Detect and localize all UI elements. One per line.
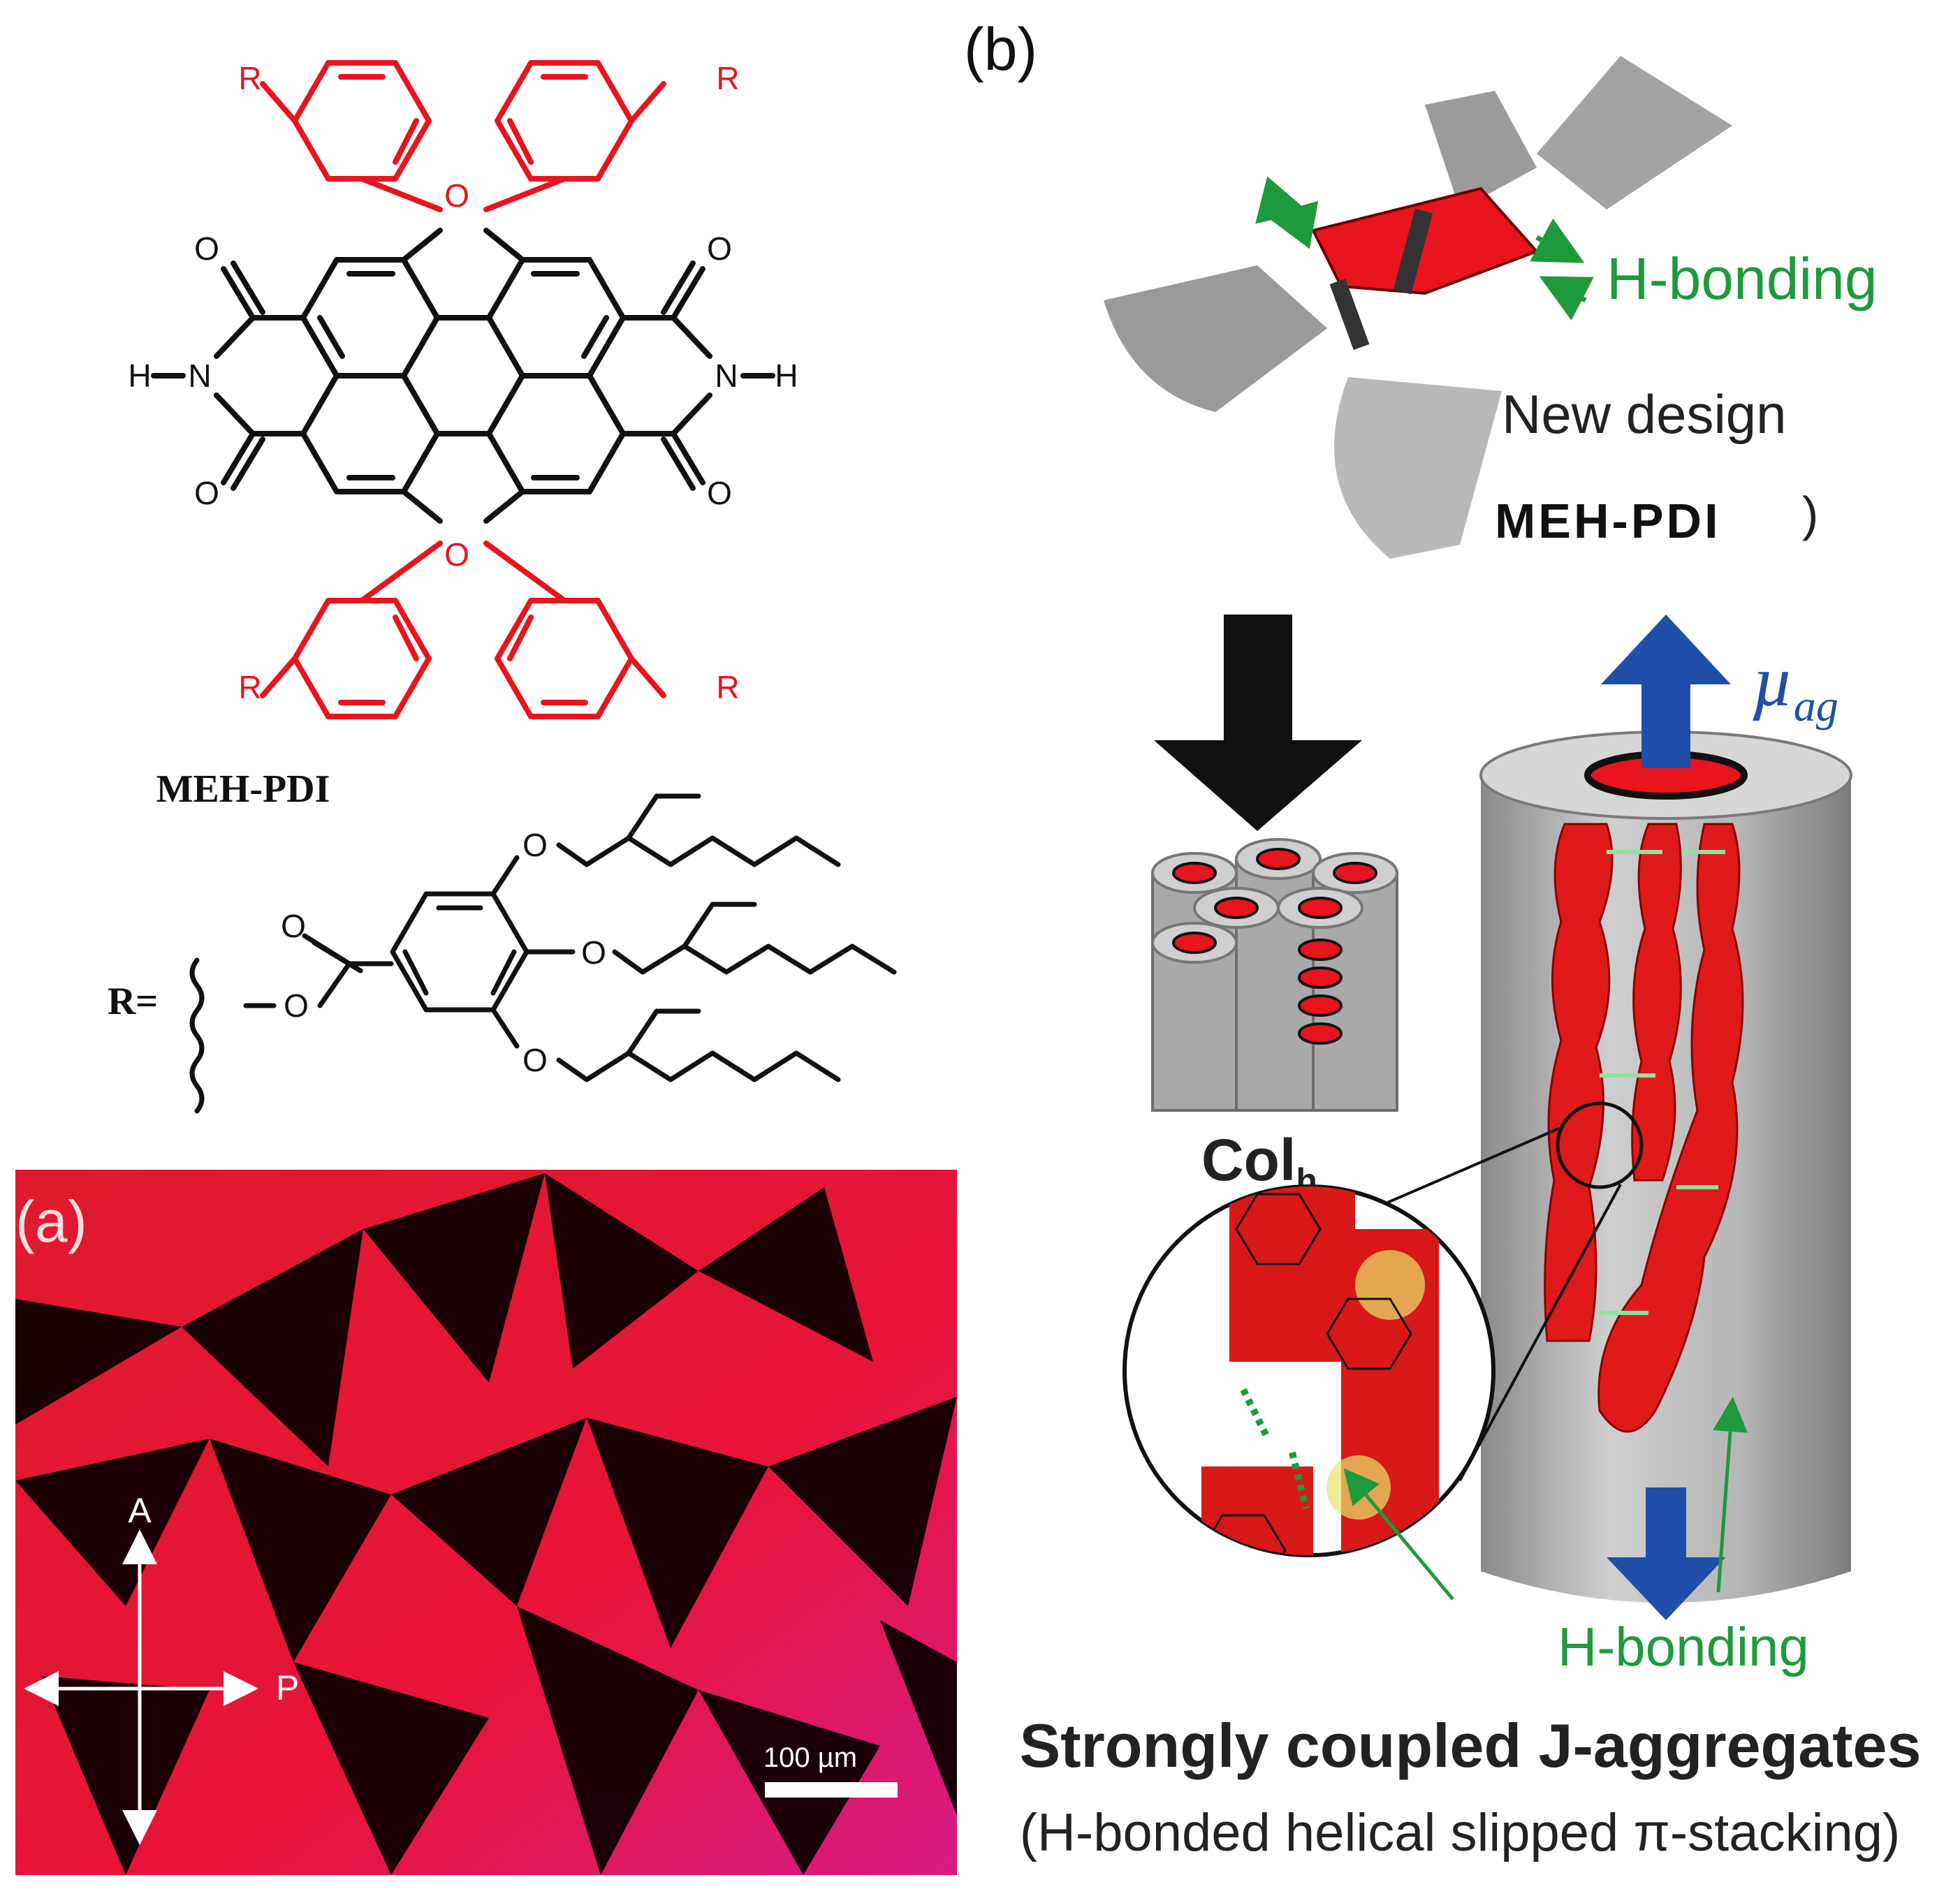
h-bonding-top-label: H-bonding xyxy=(1607,246,1878,311)
phenoxy-groups xyxy=(260,60,666,719)
dipole-arrow-down xyxy=(1607,1487,1725,1620)
r-carbonyl-o: O xyxy=(281,908,306,944)
column-cylinder xyxy=(1479,730,1852,1603)
meh-pdi-3d-model xyxy=(1104,56,1732,559)
assembly-arrow xyxy=(1154,615,1362,831)
imide-h-left: H xyxy=(128,358,151,394)
mu-ag-label: µag xyxy=(1752,641,1838,730)
imide-n-left: N xyxy=(188,358,211,394)
imide-h-right: H xyxy=(775,358,798,394)
panel-a-label: (a) xyxy=(15,1189,87,1254)
caption-subtitle: (H-bonded helical slipped π-stacking) xyxy=(1020,1803,1901,1862)
r-br: R xyxy=(716,669,739,705)
imide-atoms: O O N H O O N H xyxy=(128,230,798,511)
closing-paren: ) xyxy=(1802,487,1818,541)
r-ether-o-1: O xyxy=(522,827,548,863)
polarizer-a-label: A xyxy=(128,1491,152,1530)
imide-n-right: N xyxy=(715,358,738,394)
new-design-label: New design xyxy=(1502,383,1787,445)
r-group-atoms: O O O O O xyxy=(281,827,606,1078)
h-bond-arrows-top xyxy=(1255,176,1594,321)
caption-title: Strongly coupled J-aggregates xyxy=(1020,1711,1922,1780)
r-tl: R xyxy=(238,60,261,96)
carbonyl-o-bl: O xyxy=(194,475,219,511)
r-bl: R xyxy=(238,669,261,705)
r-ether-o-2: O xyxy=(581,934,606,971)
carbonyl-o-br: O xyxy=(707,475,732,511)
polarizer-cross xyxy=(24,1529,258,1845)
scale-bar xyxy=(765,1782,898,1798)
compound-name: MEH-PDI xyxy=(156,767,330,811)
carbonyl-o-tr: O xyxy=(707,230,732,267)
h-bonding-bottom-label: H-bonding xyxy=(1558,1616,1809,1677)
r-ester-o: O xyxy=(284,987,309,1024)
r-ether-o-3: O xyxy=(522,1042,548,1078)
bay-o-3: O xyxy=(444,536,469,573)
perylene-core xyxy=(151,228,775,524)
zoom-callout xyxy=(1122,1101,1748,1601)
r-tr: R xyxy=(716,60,739,96)
panel-a-micrograph: (a) A P 100 µm xyxy=(15,1170,957,1875)
dipole-arrow-up xyxy=(1601,615,1731,768)
r-group xyxy=(189,793,897,1114)
carbonyl-o-tl: O xyxy=(194,230,219,267)
phenoxy-atoms: O O O R R R R xyxy=(238,60,739,705)
molecule-label: MEH-PDI xyxy=(1495,494,1721,548)
polarizer-p-label: P xyxy=(276,1668,299,1707)
colh-bundle xyxy=(1151,838,1398,1112)
panel-b-label: (b) xyxy=(964,16,1037,83)
scale-bar-label: 100 µm xyxy=(763,1742,857,1773)
meh-pdi-structure: O O N H O O N H xyxy=(108,60,897,1114)
bay-o-1: O xyxy=(444,177,469,214)
r-equals-label: R= xyxy=(108,980,158,1023)
